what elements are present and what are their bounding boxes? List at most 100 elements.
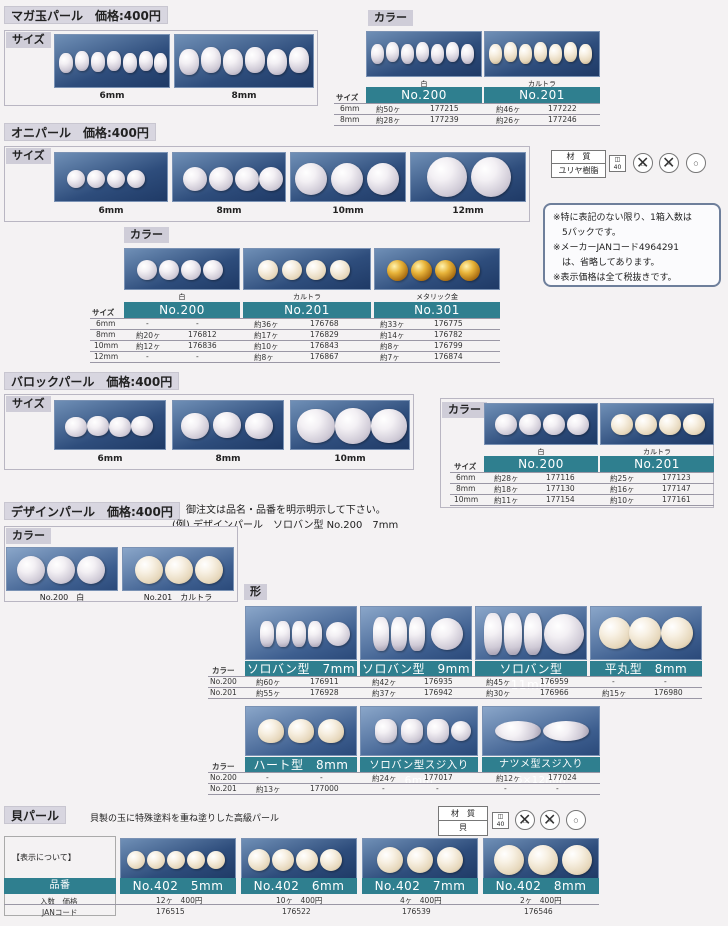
baroque-qty: 約11ヶ [494,496,519,505]
shape-code: - [556,784,559,793]
oni-qty: 約14ヶ [380,331,405,340]
shape-code: - [320,773,323,782]
oni-no-201: No.201 [243,302,371,318]
magatama-qty: 約26ヶ [496,116,521,125]
baroque-code: 177116 [546,473,575,482]
shape-code: 176959 [540,677,569,686]
oni-row-size: 8mm [96,330,116,339]
kai-jan: 176515 [156,907,185,916]
kai-legend-qty-price: 入数 価格 [40,897,78,906]
oni-row-size: 6mm [96,319,116,328]
kai-qty-price: 10ヶ 400円 [276,896,323,905]
magatama-row-size: 6mm [340,104,360,113]
kai-photo-5mm [120,838,236,880]
oni-size-label: 10mm [332,206,364,216]
note-line: 5パックです。 [553,228,621,238]
magatama-photo-cultra [484,31,600,77]
shape-qty: 約55ヶ [256,689,281,698]
no-bleach-icon: △ [633,153,653,173]
kai-description: 貝製の玉に特殊塗料を重ね塗りした高級パール [90,814,280,824]
note-line: ※メーカーJANコード4964291 [553,243,680,253]
note-line: ※特に表記のない限り、1箱入数は [553,213,692,223]
magatama-no-201: No.201 [484,87,600,103]
design-color-label-cultra: No.201 カルトラ [143,593,213,602]
oni-code: 176768 [310,319,339,328]
shape-qty: - [266,773,269,782]
oni-code: 176867 [310,352,339,361]
oni-code: - [196,352,199,361]
oni-title: オニパール 価格:400円 [4,123,156,141]
magatama-color-name-cultra: カルトラ [528,80,556,88]
notes-box: ※特に表記のない限り、1箱入数は 5パックです。 ※メーカーJANコード4964… [543,203,721,287]
shape-code: 176935 [424,677,453,686]
magatama-row-size: 8mm [340,115,360,124]
kai-no-5mm: No.402 5mm [120,878,236,894]
magatama-qty: 約28ヶ [376,116,401,125]
oni-code: 176812 [188,330,217,339]
kai-legend-hinban: 品番 [4,878,116,894]
baroque-qty: 約16ヶ [610,485,635,494]
shape-code: 176928 [310,688,339,697]
design-photo-white [6,547,118,591]
cross-icon: ✕ [662,153,676,172]
oni-code: 176799 [434,341,463,350]
baroque-size-label: 6mm [97,454,123,464]
oni-photo-white [124,248,240,290]
baroque-no-201: No.201 [600,456,714,472]
magatama-size-tag: サイズ [6,32,51,48]
shape-code: - [664,677,667,686]
shape-code: 176911 [310,677,339,686]
design-color-tag: カラー [6,528,51,544]
baroque-qty: 約25ヶ [610,474,635,483]
shape-photo-natsume-suji [482,706,600,756]
oni-qty: 約10ヶ [254,342,279,351]
baroque-photo-8mm [172,400,284,450]
kai-material-value: 貝 [459,823,467,832]
baroque-color-name-cultra: カルトラ [643,448,671,456]
baroque-code: 177147 [662,484,691,493]
note-line: は、省略してあります。 [553,258,660,268]
magatama-photo-6mm [54,34,170,88]
baroque-code: 177123 [662,473,691,482]
oni-qty: - [146,352,149,361]
oni-qty: 約36ヶ [254,320,279,329]
baroque-title: バロックパール 価格:400円 [4,372,180,390]
magatama-code: 177239 [430,115,459,124]
kai-legend-jan: JANコード [42,908,78,917]
shape-code: 177017 [424,773,453,782]
baroque-qty: 約28ヶ [494,474,519,483]
shape-name-heart-8: ハート型 8mm [245,757,357,773]
oni-size-label: 12mm [452,206,484,216]
oni-qty: - [146,319,149,328]
shape-qty: - [612,677,615,686]
oni-qty: 約20ヶ [136,331,161,340]
shape-qty: 約13ヶ [256,785,281,794]
baroque-photo-cultra [600,403,714,445]
design-title: デザインパール 価格:400円 [4,502,180,520]
oni-color-name-white: 白 [178,293,186,301]
baroque-size-label: 10mm [334,454,366,464]
oni-photo-10mm [290,152,406,202]
kai-no-7mm: No.402 7mm [362,878,478,894]
magatama-photo-8mm [174,34,314,88]
oni-photo-8mm [172,152,286,202]
shape-photo-hiramaru-8 [590,606,702,660]
magatama-qty: 約50ヶ [376,105,401,114]
kai-display-note: 【表示について】 [12,853,76,862]
oni-code: - [196,319,199,328]
shape2-row-label: No.201 [210,784,237,793]
oni-code: 176836 [188,341,217,350]
baroque-size-tag: サイズ [6,396,51,412]
oni-qty: 約12ヶ [136,342,161,351]
shape-photo-heart-8 [245,706,357,756]
shape-name-hiramaru-8: 平丸型 8mm [590,661,702,677]
design-photo-cultra [122,547,234,591]
magatama-code: 177222 [548,104,577,113]
shape-code: 177024 [548,773,577,782]
baroque-row-size: 8mm [456,484,476,493]
baroque-no-200: No.200 [484,456,598,472]
design-color-label-white: No.200 白 [39,593,85,602]
material-box: 材 質 ユリヤ樹脂 [551,150,606,178]
kai-photo-6mm [241,838,357,880]
oni-qty: 約7ヶ [380,353,400,362]
